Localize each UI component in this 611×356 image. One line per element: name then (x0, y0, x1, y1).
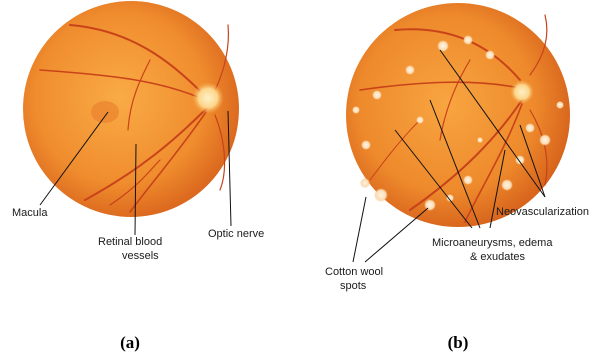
exudate-spot (360, 178, 370, 188)
exudate-spot (556, 101, 564, 109)
exudate-spot (352, 106, 360, 114)
panel-a: Macula Retinal blood vessels Optic nerve… (12, 1, 264, 352)
exudate-spot (437, 40, 449, 52)
panel-a-caption: (a) (120, 333, 140, 352)
exudate-spot (405, 65, 415, 75)
label-vessels-line2: vessels (122, 250, 159, 262)
exudate-spot (501, 179, 513, 191)
pointer-cotton-wool (365, 208, 428, 262)
label-cotton-line2: spots (340, 280, 367, 292)
label-vessels-line1: Retinal blood (98, 236, 162, 248)
pointer-cotton-wool (353, 197, 366, 262)
label-micro-line1: Microaneurysms, edema (432, 237, 553, 249)
macula-spot (91, 101, 119, 123)
exudate-spot (424, 199, 436, 211)
exudate-spot (416, 116, 424, 124)
exudate-spot (477, 137, 483, 143)
panel-b: Neovascularization Microaneurysms, edema… (325, 3, 589, 352)
exudate-spot (463, 175, 473, 185)
exudate-spot (463, 35, 473, 45)
label-optic-nerve: Optic nerve (208, 228, 264, 240)
exudate-spot (374, 188, 388, 202)
exudate-spot (361, 140, 371, 150)
exudate-spot (485, 50, 495, 60)
panel-b-caption: (b) (448, 333, 469, 352)
label-micro-line2: & exudates (470, 251, 526, 263)
exudate-spot (372, 90, 382, 100)
label-cotton-line1: Cotton wool (325, 266, 383, 278)
optic-disc-a (192, 82, 224, 114)
exudate-spot (525, 123, 535, 133)
exudate-spot (539, 134, 551, 146)
label-macula: Macula (12, 207, 48, 219)
label-neovascularization: Neovascularization (496, 206, 589, 218)
optic-disc-b (510, 80, 534, 104)
